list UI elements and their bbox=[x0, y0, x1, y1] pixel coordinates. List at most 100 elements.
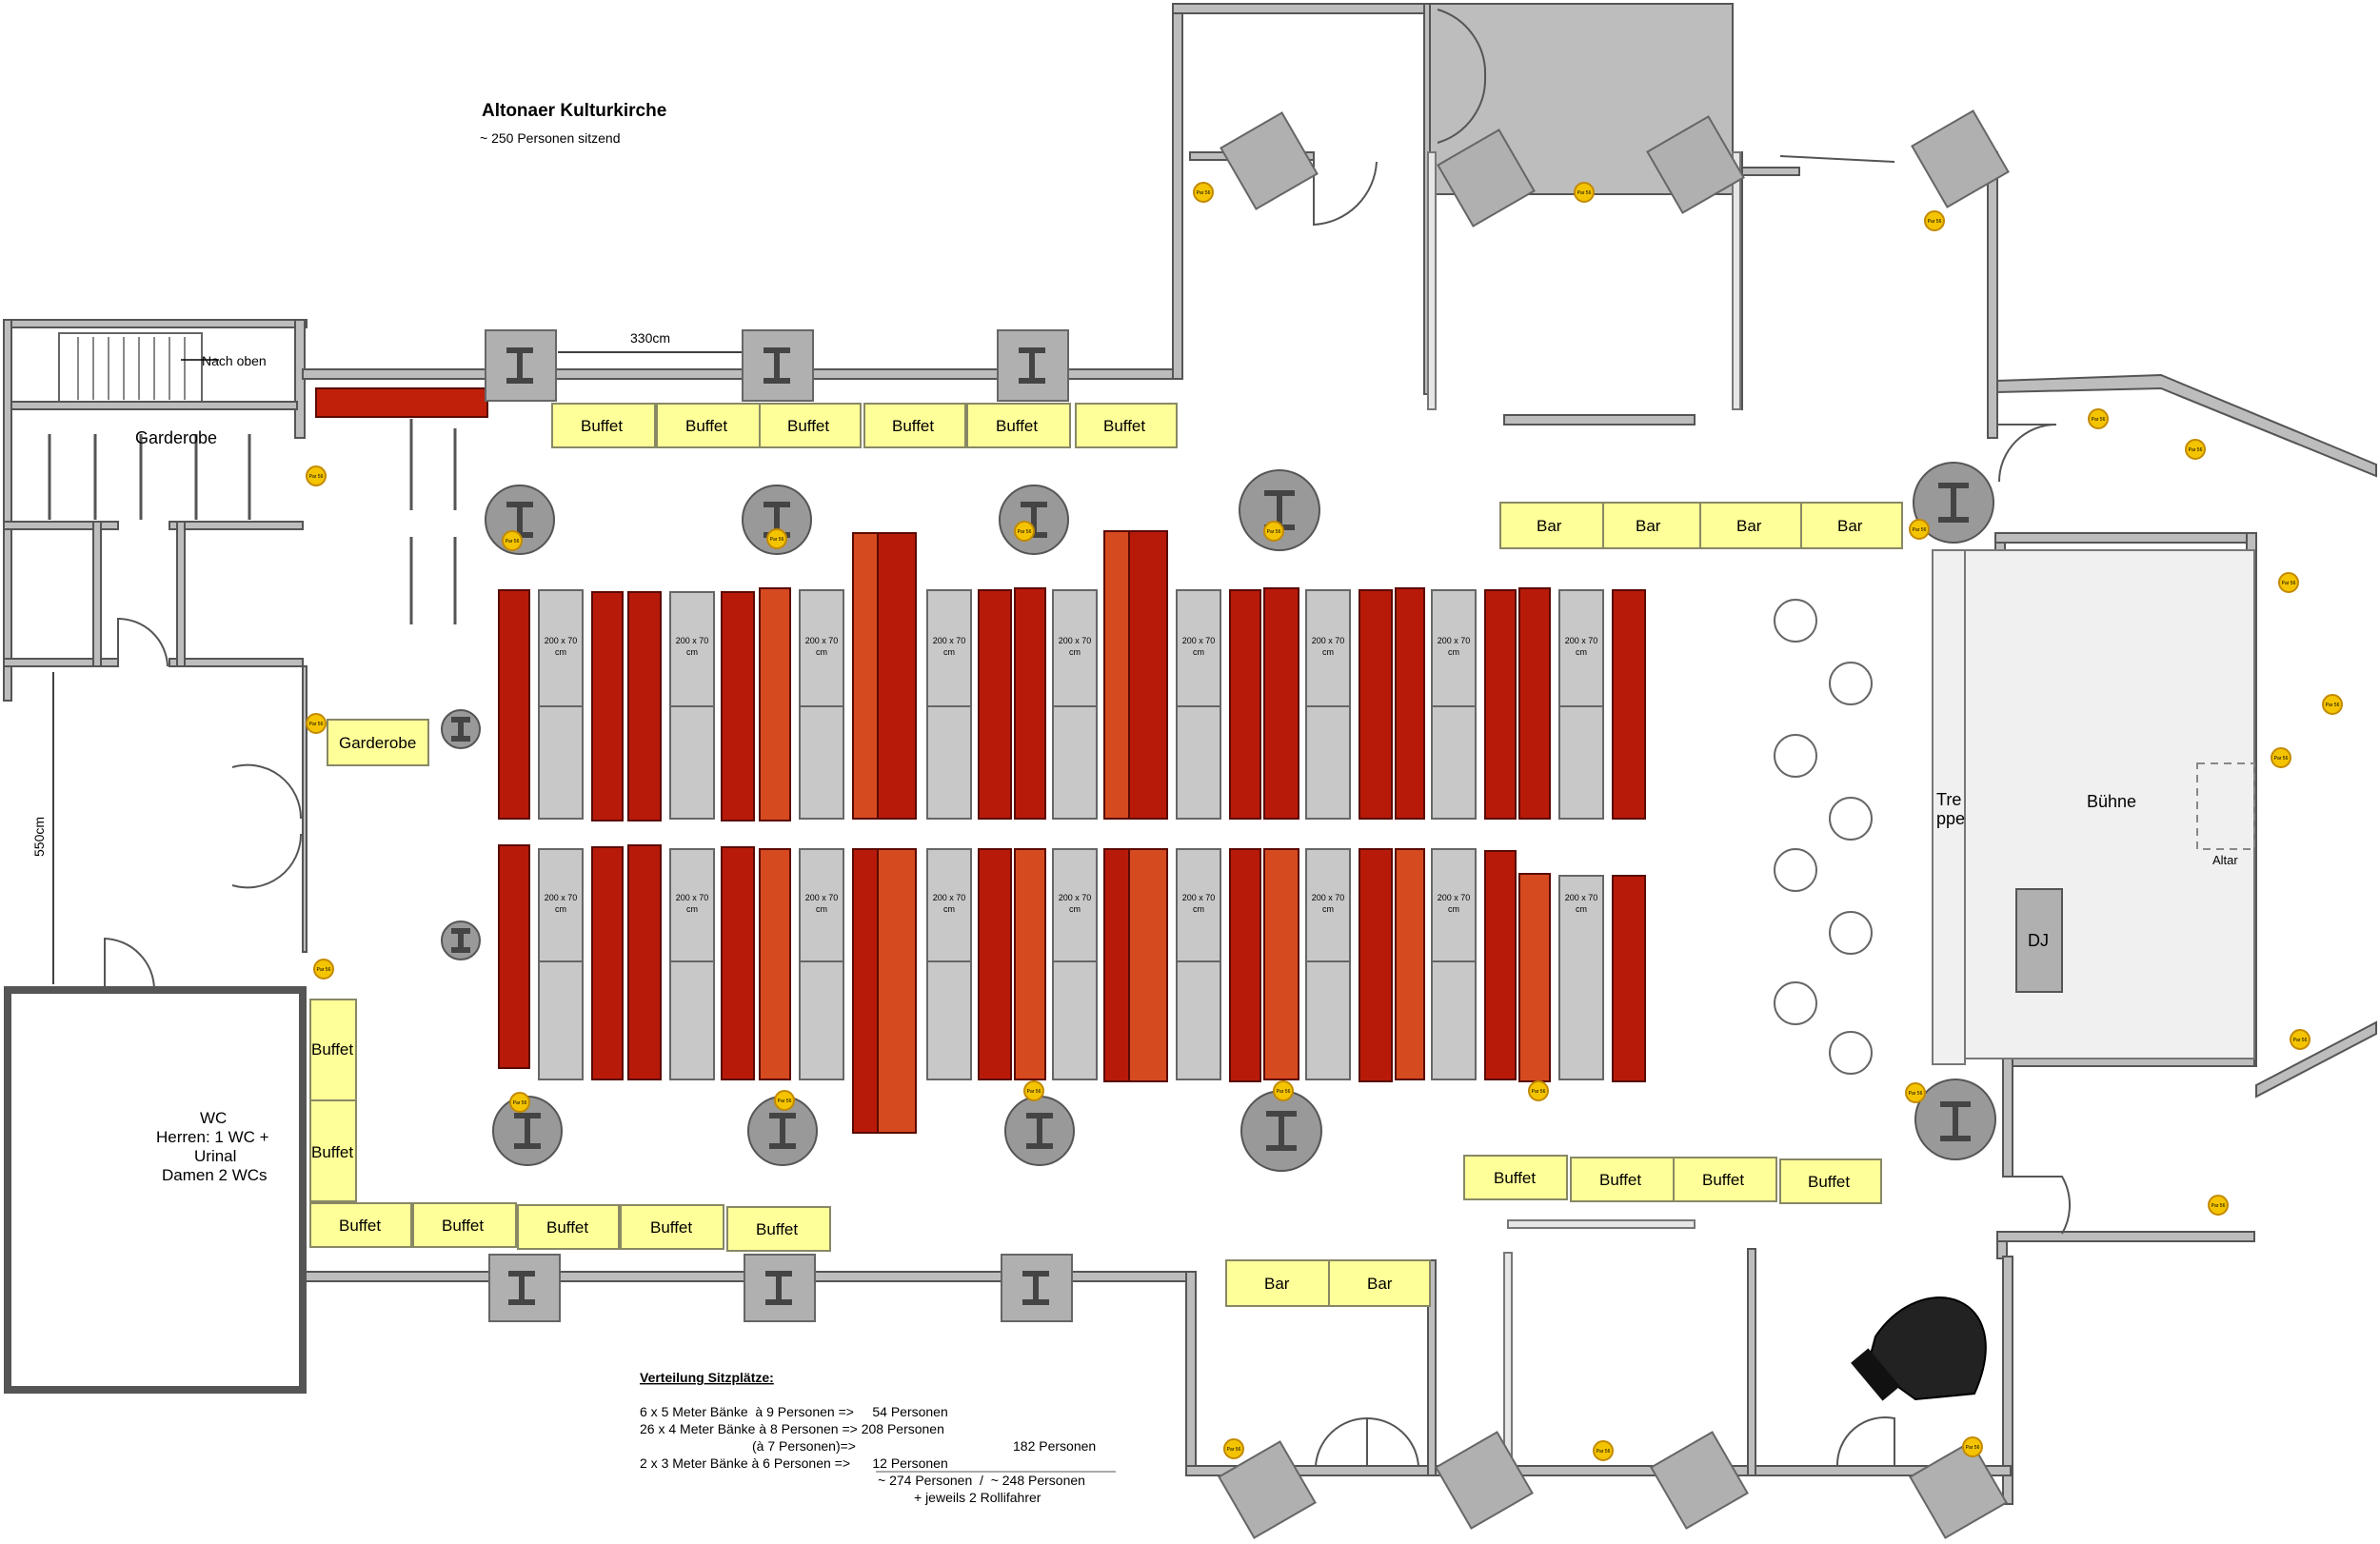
wall bbox=[1987, 151, 1998, 439]
legend-line-6: + jeweils 2 Rollifahrer bbox=[914, 1490, 1041, 1505]
garderobe-counter bbox=[327, 719, 429, 766]
buffet-label: Buffet bbox=[339, 1217, 381, 1235]
wall bbox=[1427, 1259, 1437, 1476]
table-size-label: 200 x 70 bbox=[1182, 636, 1216, 645]
wall bbox=[3, 521, 119, 530]
table-size-label: 200 x 70 bbox=[545, 893, 578, 902]
wc-label-4: Damen 2 WCs bbox=[162, 1166, 268, 1184]
table-size-label: 200 x 70 bbox=[676, 893, 709, 902]
wall bbox=[169, 658, 304, 667]
table-size-label: cm bbox=[1448, 904, 1459, 914]
wall bbox=[2002, 1056, 2013, 1178]
buffet-label: Buffet bbox=[1702, 1171, 1744, 1189]
table-size-label: cm bbox=[1322, 904, 1334, 914]
buffet-row-east: Buffet Buffet Buffet Buffet bbox=[1463, 1155, 1882, 1204]
par56-lamp-label: Par 56 bbox=[2189, 447, 2203, 453]
par56-lamp-label: Par 56 bbox=[1909, 1091, 1923, 1097]
bar-label: Bar bbox=[1367, 1275, 1393, 1293]
table-size-labels: 200 x 70 cm 200 x 70 cm 200 x 70 cm 200 x 70 cm… bbox=[545, 636, 1598, 914]
par56-lamp-icon bbox=[1924, 210, 1945, 231]
bar-label: Bar bbox=[1537, 517, 1562, 535]
wall bbox=[1185, 1465, 2012, 1476]
table-size-label: 200 x 70 bbox=[933, 893, 966, 902]
table-size-label: cm bbox=[1322, 647, 1334, 657]
dj-label: DJ bbox=[2028, 931, 2049, 950]
altar-label: Altar bbox=[2212, 853, 2238, 867]
legend-line-2: 26 x 4 Meter Bänke à 8 Personen => 208 P… bbox=[640, 1421, 944, 1436]
table-size-label: cm bbox=[1193, 904, 1204, 914]
par56-lamp-label: Par 56 bbox=[317, 967, 331, 973]
buffet-label: Buffet bbox=[311, 1143, 353, 1161]
bar-label: Bar bbox=[1636, 517, 1661, 535]
par56-lamp-label: Par 56 bbox=[309, 474, 324, 480]
buffet-label: Buffet bbox=[1599, 1171, 1641, 1189]
buffet-label: Buffet bbox=[581, 417, 623, 435]
par56-lamp-icon bbox=[1263, 521, 1284, 542]
par56-lamp-icon bbox=[1962, 1436, 1983, 1457]
par56-lamp-icon bbox=[2322, 694, 2343, 715]
par56-lamps: Par 56 Par 56 Par 56 Par 56 Par 56 Par 56 Par … bbox=[306, 182, 2343, 1461]
table-size-label: cm bbox=[686, 904, 698, 914]
partition bbox=[1732, 151, 1741, 410]
table-size-label: cm bbox=[686, 647, 698, 657]
partition bbox=[1507, 1219, 1696, 1229]
bar-counters: Bar Bar Bar Bar Bar Bar bbox=[1225, 502, 1903, 1307]
par56-lamp-icon bbox=[1193, 182, 1214, 203]
wc-label-2: Herren: 1 WC + bbox=[156, 1128, 269, 1146]
par56-lamp-label: Par 56 bbox=[2282, 581, 2296, 586]
par56-lamp-label: Par 56 bbox=[1966, 1445, 1980, 1451]
wall bbox=[1996, 373, 2377, 478]
par56-lamp-icon bbox=[774, 1090, 795, 1111]
table-size-label: 200 x 70 bbox=[933, 636, 966, 645]
seating-block bbox=[498, 530, 1646, 1134]
table-size-label: cm bbox=[1576, 647, 1587, 657]
seating-legend: Verteilung Sitzplätze: 6 x 5 Meter Bänke… bbox=[640, 1370, 1116, 1505]
wall bbox=[169, 521, 304, 530]
treppe-label-1: Tre bbox=[1936, 790, 1961, 809]
wall bbox=[1503, 414, 1696, 426]
par56-lamp-label: Par 56 bbox=[506, 539, 520, 544]
table-size-label: 200 x 70 bbox=[1182, 893, 1216, 902]
buffet-label: Buffet bbox=[650, 1218, 692, 1237]
par56-lamp-icon bbox=[766, 528, 787, 549]
table-size-label: cm bbox=[816, 904, 827, 914]
wall bbox=[1172, 3, 1183, 380]
par56-lamp-label: Par 56 bbox=[778, 1099, 792, 1104]
plan-subtitle: ~ 250 Personen sitzend bbox=[480, 130, 621, 146]
buffet-row-north: Buffet Buffet Buffet Buffet Buffet Buffe… bbox=[551, 403, 1178, 448]
legend-line-3b: 182 Personen bbox=[1013, 1438, 1096, 1454]
par56-lamp-label: Par 56 bbox=[1928, 219, 1942, 225]
par56-lamp-label: Par 56 bbox=[1277, 1089, 1291, 1095]
wall-columns bbox=[485, 109, 2010, 1539]
buffet-label: Buffet bbox=[1103, 417, 1145, 435]
bar-label: Bar bbox=[1264, 1275, 1290, 1293]
partition bbox=[1503, 1252, 1513, 1473]
partition bbox=[1427, 151, 1437, 410]
garderobe-room-label: Garderobe bbox=[135, 428, 217, 447]
wc-room bbox=[4, 986, 307, 1394]
par56-lamp-icon bbox=[2271, 747, 2291, 768]
wall bbox=[1994, 532, 2253, 544]
table-size-label: 200 x 70 bbox=[1438, 636, 1471, 645]
table-size-label: 200 x 70 bbox=[1312, 893, 1345, 902]
par56-lamp-icon bbox=[2278, 572, 2299, 593]
buffet-label: Buffet bbox=[787, 417, 829, 435]
par56-lamp-label: Par 56 bbox=[2211, 1203, 2226, 1209]
bar-label: Bar bbox=[1837, 517, 1863, 535]
par56-lamp-label: Par 56 bbox=[2326, 703, 2340, 708]
coat-racks bbox=[48, 419, 457, 624]
par56-lamp-icon bbox=[1273, 1080, 1294, 1101]
par56-lamp-label: Par 56 bbox=[1597, 1449, 1611, 1455]
par56-lamp-icon bbox=[1909, 519, 1930, 540]
par56-lamp-icon bbox=[2208, 1195, 2229, 1216]
stairs-up-label: Nach oben bbox=[202, 353, 267, 368]
par56-lamp-icon bbox=[1014, 521, 1035, 542]
par56-lamp-icon bbox=[509, 1092, 530, 1113]
table-size-label: 200 x 70 bbox=[676, 636, 709, 645]
stage bbox=[1932, 549, 2255, 1065]
staircase bbox=[10, 332, 298, 410]
buffet-row-southwest: Buffet Buffet Buffet Buffet Buffet Buffe… bbox=[309, 999, 831, 1252]
wall bbox=[1185, 1271, 1197, 1476]
i-beam-symbols bbox=[451, 347, 1971, 1305]
